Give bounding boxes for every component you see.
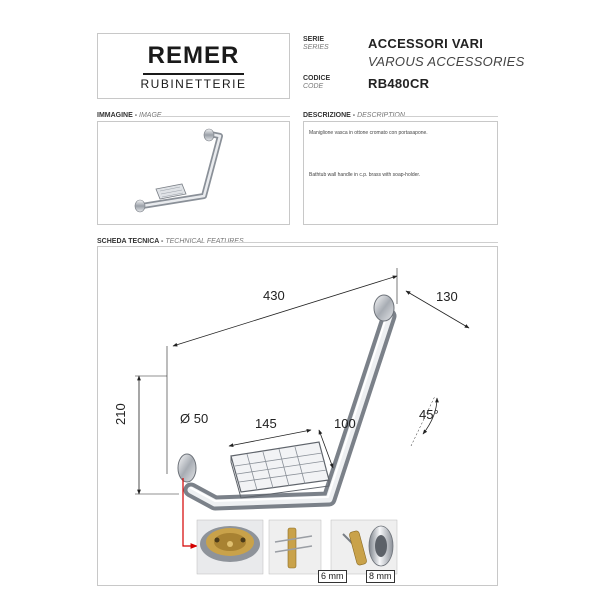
description-text-en: Bathtub wall handle in c.p. brass with s… bbox=[309, 172, 421, 178]
technical-title-rule bbox=[220, 242, 498, 243]
description-section-title: DESCRIZIONE - DESCRIPTION bbox=[303, 112, 405, 119]
description-title-it: DESCRIZIONE - bbox=[303, 112, 356, 119]
technical-section-title: SCHEDA TECNICA - TECHNICAL FEATURES bbox=[97, 238, 244, 245]
technical-drawing-box bbox=[97, 246, 498, 586]
detail-photo-flange-base bbox=[196, 519, 264, 575]
dim-arc-angle bbox=[422, 397, 439, 435]
dim-height-label: 210 bbox=[113, 403, 128, 425]
technical-title-en: TECHNICAL FEATURES bbox=[165, 238, 244, 245]
technical-title-it: SCHEDA TECNICA - bbox=[97, 238, 164, 245]
description-box: Maniglione vasca in ottone cromato con p… bbox=[303, 121, 498, 225]
dim-depth-label: 130 bbox=[436, 289, 458, 304]
detail-caption-6mm: 6 mm bbox=[318, 570, 347, 583]
dim-line-basket-width bbox=[318, 429, 334, 469]
description-title-en: DESCRIPTION bbox=[357, 112, 405, 119]
image-section-title: IMMAGINE - IMAGE bbox=[97, 112, 162, 119]
upper-wall-flange bbox=[373, 294, 395, 322]
description-text-it: Maniglione vasca in ottone cromato con p… bbox=[309, 130, 428, 136]
detail-photo-exploded-fixing bbox=[330, 519, 398, 575]
brand-divider bbox=[143, 73, 244, 75]
serie-value-en: VAROUS ACCESSORIES bbox=[368, 54, 525, 69]
codice-label-en: CODE bbox=[303, 83, 324, 90]
lower-wall-flange bbox=[177, 453, 197, 483]
dim-diameter-label: Ø 50 bbox=[180, 411, 209, 426]
serie-label-en: SERIES bbox=[303, 44, 329, 51]
detail-caption-8mm: 8 mm bbox=[366, 570, 395, 583]
dim-basket-width-label: 100 bbox=[334, 416, 356, 431]
detail-photo-brass-plate bbox=[268, 519, 322, 575]
dim-line-length bbox=[172, 275, 398, 347]
dim-angle-label: 45° bbox=[419, 407, 439, 422]
dim-basket-length-label: 145 bbox=[255, 416, 277, 431]
codice-label: CODICE bbox=[303, 75, 331, 82]
product-image-box bbox=[97, 121, 290, 225]
serie-label: SERIE bbox=[303, 36, 325, 43]
dim-line-basket-length bbox=[228, 428, 312, 448]
logo-box: REMER RUBINETTERIE bbox=[97, 33, 290, 99]
image-title-it: IMMAGINE - bbox=[97, 112, 138, 119]
handle-tube bbox=[187, 312, 393, 507]
dim-length-label: 430 bbox=[263, 288, 285, 303]
handle-tube-highlight bbox=[190, 314, 388, 502]
description-title-rule bbox=[388, 116, 498, 117]
dim-line-depth bbox=[405, 290, 470, 329]
brand-name: REMER bbox=[147, 42, 240, 69]
technical-drawing bbox=[135, 268, 470, 575]
image-title-rule bbox=[160, 116, 290, 117]
product-thumbnail bbox=[134, 128, 223, 213]
image-title-en: IMAGE bbox=[139, 112, 162, 119]
brand-subtitle: RUBINETTERIE bbox=[140, 77, 247, 91]
detail-arrow bbox=[182, 478, 198, 549]
soap-basket bbox=[230, 441, 330, 499]
angle-reference-line bbox=[410, 395, 436, 447]
serie-value: ACCESSORI VARI bbox=[368, 36, 484, 51]
codice-value: RB480CR bbox=[368, 76, 430, 91]
